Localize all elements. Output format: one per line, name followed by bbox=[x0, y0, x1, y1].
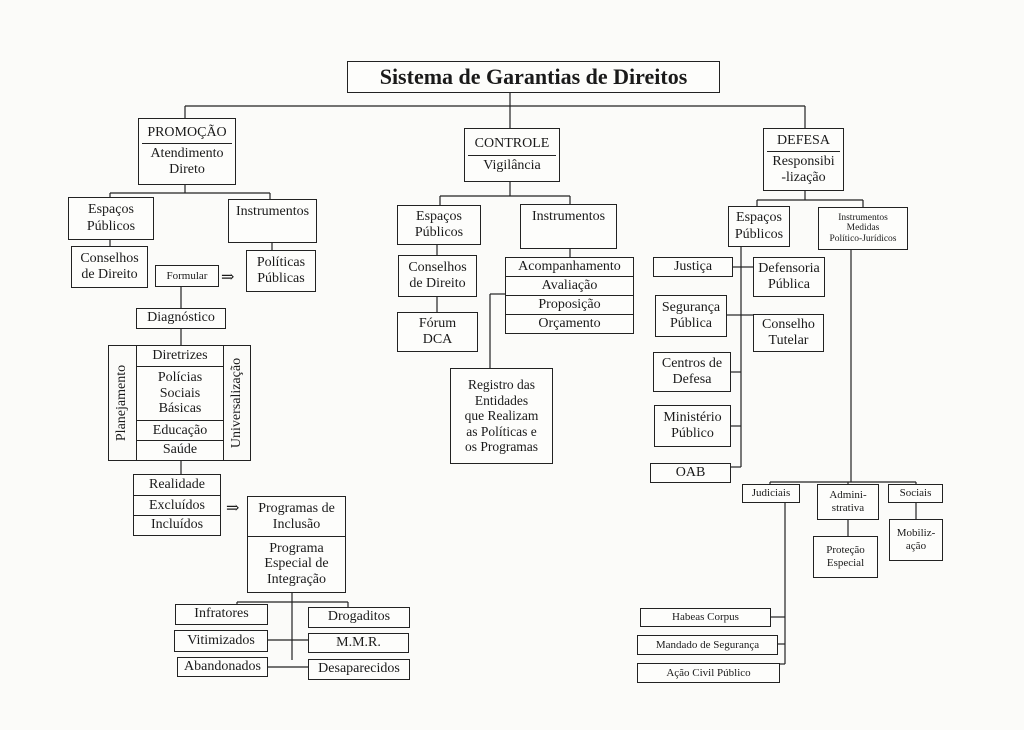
defesa-sub: Responsibi -lização bbox=[772, 153, 835, 186]
planejamento-stack: Diretrizes Polícias Sociais Básicas Educ… bbox=[136, 345, 224, 461]
controle-instr-item: Acompanhamento bbox=[506, 258, 633, 277]
realidade-item: Incluídos bbox=[150, 517, 204, 533]
conselho-tutelar: Conselho Tutelar bbox=[753, 314, 824, 352]
arrow-formular: ⇒ bbox=[221, 269, 235, 286]
group-desaparecidos: Desaparecidos bbox=[308, 659, 410, 680]
plan-item: Diretrizes bbox=[137, 346, 223, 367]
politicas-publicas: Políticas Públicas bbox=[246, 250, 316, 292]
sociais-box: Sociais bbox=[888, 484, 943, 503]
defesa-instrumentos: Instrumentos Medidas Político-Jurídicos bbox=[818, 207, 908, 250]
controle-instr-item: Avaliação bbox=[506, 277, 633, 296]
universalizacao-label: Universalização bbox=[224, 345, 251, 461]
promocao-instrumentos: Instrumentos bbox=[228, 199, 317, 243]
seguranca-publica: Segurança Pública bbox=[655, 295, 727, 337]
formular-box: Formular bbox=[155, 265, 219, 287]
controle-instr-item: Proposição bbox=[506, 296, 633, 315]
group-drogaditos: Drogaditos bbox=[308, 607, 410, 628]
mobilizacao-box: Mobiliz- ação bbox=[889, 519, 943, 561]
planejamento-label: Planejamento bbox=[108, 345, 136, 461]
diagnostico-box: Diagnóstico bbox=[136, 308, 226, 329]
plan-item: Educação bbox=[137, 421, 223, 441]
oab-box: OAB bbox=[650, 463, 731, 483]
group-abandonados: Abandonados bbox=[177, 657, 268, 677]
promocao-box: PROMOÇÃO Atendimento Direto bbox=[138, 118, 236, 185]
group-infratores: Infratores bbox=[175, 604, 268, 625]
plan-item: Polícias Sociais Básicas bbox=[137, 367, 223, 421]
realidade-stack: Realidade Excluídos Incluídos bbox=[133, 474, 221, 536]
controle-instrumentos: Instrumentos bbox=[520, 204, 617, 249]
controle-header: CONTROLE bbox=[468, 136, 556, 156]
defensoria-publica: Defensoria Pública bbox=[753, 257, 825, 297]
registro-entidades: Registro das Entidades que Realizam as P… bbox=[450, 368, 553, 464]
promocao-conselhos-de-direito: Conselhos de Direito bbox=[71, 246, 148, 288]
acao-civil-publico: Ação Civil Público bbox=[637, 663, 780, 683]
programa-item: Programas de Inclusão bbox=[248, 497, 345, 537]
ministerio-publico: Ministério Público bbox=[654, 405, 731, 447]
programa-item: Programa Especial de Integração bbox=[264, 540, 329, 587]
universalizacao-text: Universalização bbox=[229, 357, 244, 449]
justica-box: Justiça bbox=[653, 257, 733, 277]
planejamento-text: Planejamento bbox=[114, 364, 130, 442]
realidade-item: Excluídos bbox=[134, 496, 220, 516]
defesa-box: DEFESA Responsibi -lização bbox=[763, 128, 844, 191]
defesa-espacos-publicos: Espaços Públicos bbox=[728, 206, 790, 247]
forum-dca: Fórum DCA bbox=[397, 312, 478, 352]
mandado-de-seguranca: Mandado de Segurança bbox=[637, 635, 778, 655]
defesa-header: DEFESA bbox=[767, 133, 840, 152]
controle-box: CONTROLE Vigilância bbox=[464, 128, 560, 182]
realidade-item: Realidade bbox=[134, 475, 220, 496]
promocao-espacos-publicos: Espaços Públicos bbox=[68, 197, 154, 240]
programas-stack: Programas de Inclusão Programa Especial … bbox=[247, 496, 346, 593]
administrativa-box: Admini- strativa bbox=[817, 484, 879, 520]
controle-espacos-publicos: Espaços Públicos bbox=[397, 205, 481, 245]
promocao-header: PROMOÇÃO bbox=[142, 125, 232, 144]
controle-sub: Vigilância bbox=[483, 157, 541, 173]
group-mmr: M.M.R. bbox=[308, 633, 409, 653]
group-vitimizados: Vitimizados bbox=[174, 630, 268, 652]
judiciais-box: Judiciais bbox=[742, 484, 800, 503]
promocao-sub: Atendimento Direto bbox=[150, 145, 224, 178]
controle-instr-item: Orçamento bbox=[538, 315, 601, 331]
habeas-corpus: Habeas Corpus bbox=[640, 608, 771, 627]
controle-conselhos-de-direito: Conselhos de Direito bbox=[398, 255, 477, 297]
diagram-title: Sistema de Garantias de Direitos bbox=[347, 61, 720, 93]
protecao-especial: Proteção Especial bbox=[813, 536, 878, 578]
arrow-programas: ⇒ bbox=[226, 500, 240, 517]
plan-item: Saúde bbox=[162, 442, 198, 458]
centros-de-defesa: Centros de Defesa bbox=[653, 352, 731, 392]
controle-instr-stack: Acompanhamento Avaliação Proposição Orça… bbox=[505, 257, 634, 334]
